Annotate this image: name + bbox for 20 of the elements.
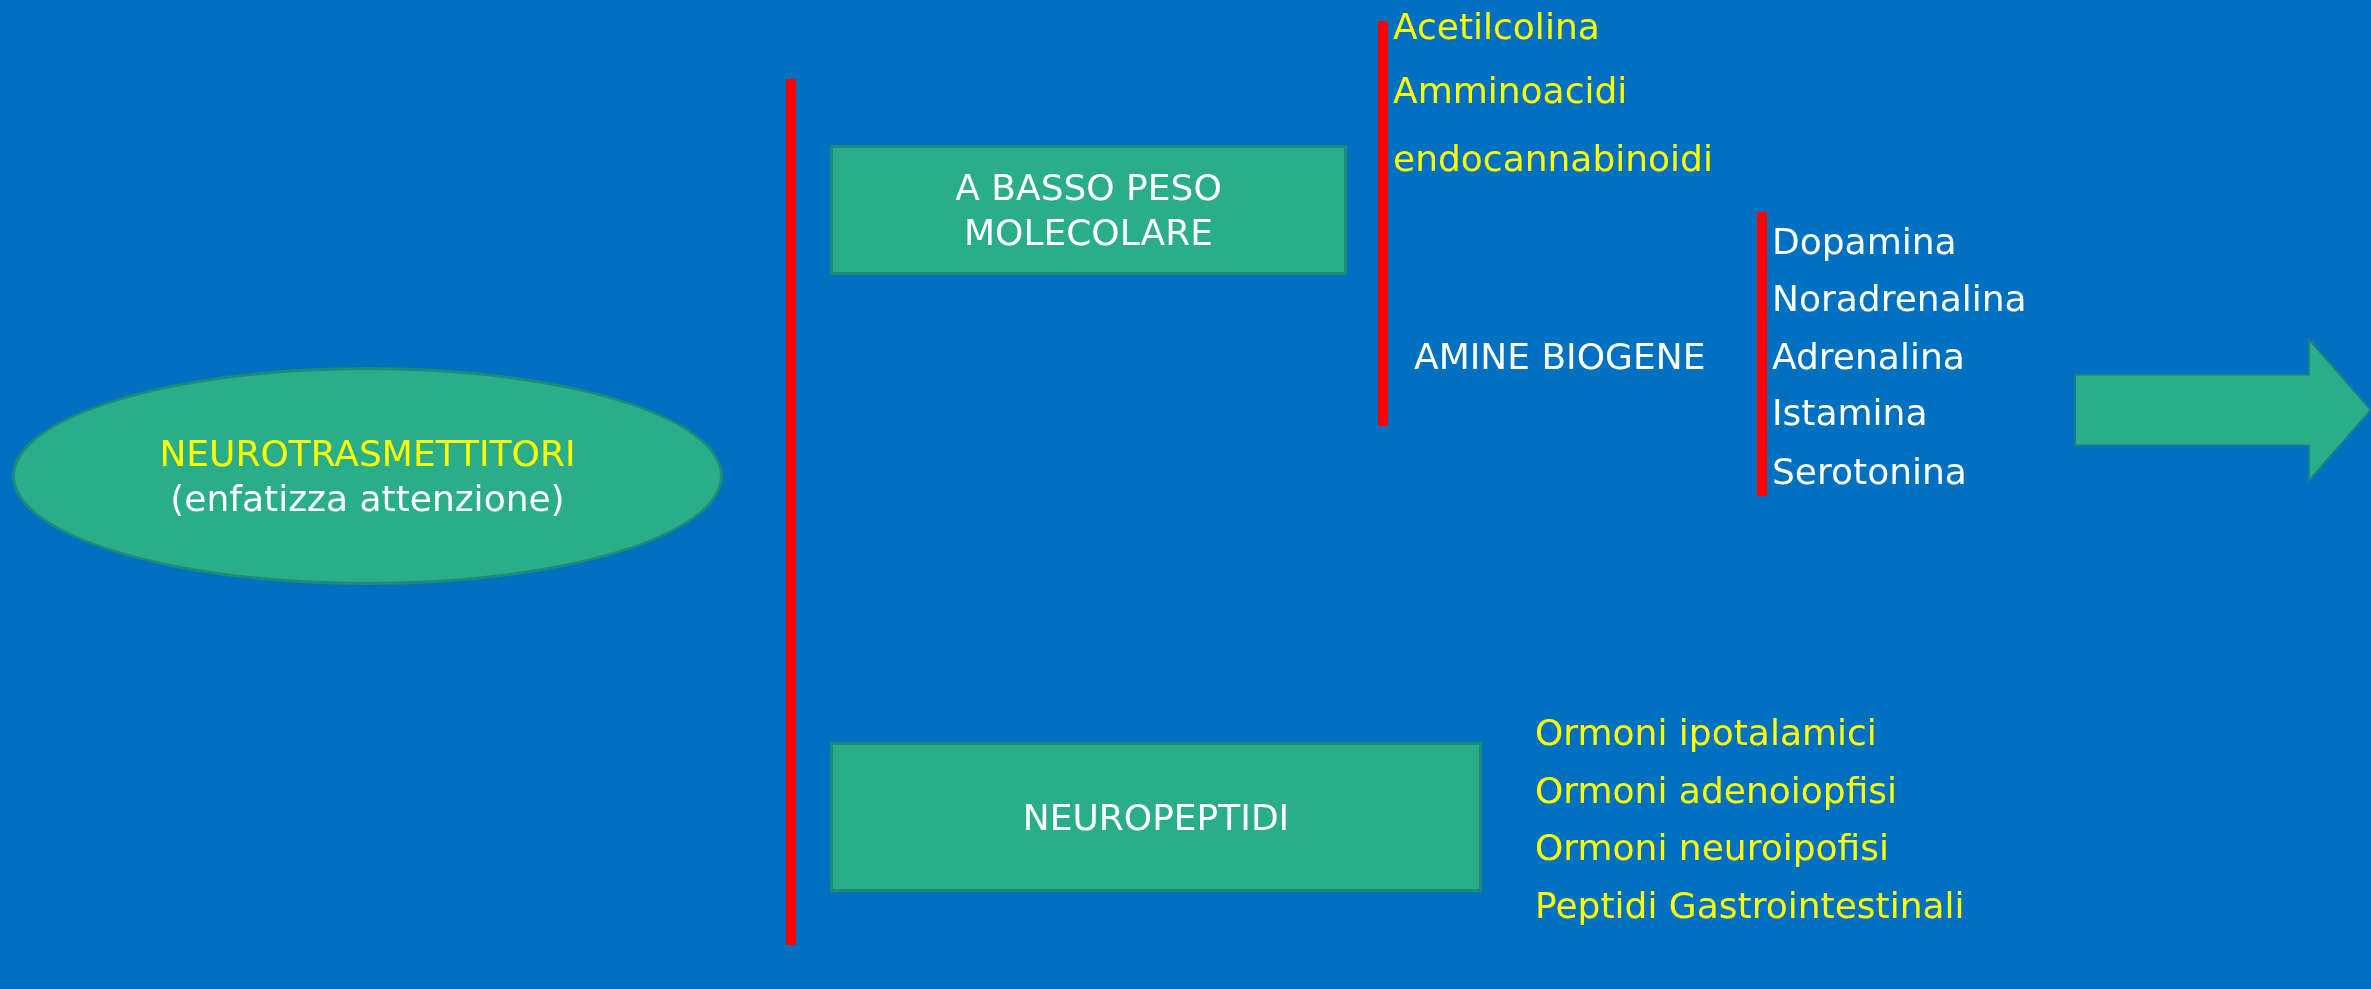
list-item: Ormoni adenoiopfisi [1535,773,1898,809]
list-item: Istamina [1772,395,1928,431]
list-item: Dopamina [1772,224,1957,260]
list-item: Peptidi Gastrointestinali [1535,888,1965,924]
node-title: NEUROPEPTIDI [1022,795,1290,840]
list-item: Ormoni ipotalamici [1535,715,1877,751]
node-title: A BASSO PESO MOLECOLARE [954,166,1223,255]
list-item: Acetilcolina [1393,9,1600,45]
category-label: AMINE BIOGENE [1414,339,1706,375]
list-item: Ormoni neuroipofisi [1535,830,1889,866]
node-subtitle: (enfatizza attenzione) [170,477,565,521]
list-item: Amminoacidi [1393,73,1628,109]
node-title: NEUROTRASMETTITORI [159,432,576,476]
list-item: Adrenalina [1772,339,1965,375]
list-item: Noradrenalina [1772,281,2027,317]
category-box [830,742,1482,892]
list-item: endocannabinoidi [1393,141,1713,177]
block-arrow [2074,336,2371,484]
list-item: Serotonina [1772,454,1967,490]
category-box [830,145,1347,275]
